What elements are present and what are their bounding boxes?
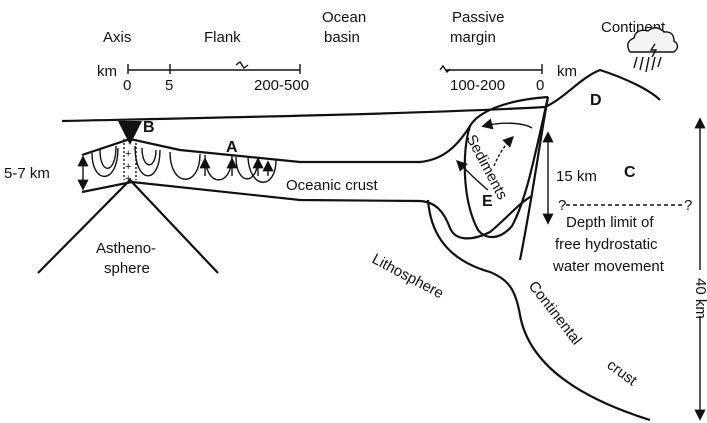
point-b-label: B <box>143 119 155 136</box>
depth-15-label: 15 km <box>556 168 597 185</box>
ocean-basin-heading-2: basin <box>324 29 360 46</box>
depth-40-label: 40 km <box>692 278 707 319</box>
plus-mark: + <box>125 148 131 160</box>
point-d-label: D <box>590 92 602 109</box>
passive-margin-heading-1: Passive <box>452 9 505 26</box>
left-scale-tick-5: 5 <box>165 77 173 94</box>
passive-margin-heading-2: margin <box>450 29 496 46</box>
flank-heading: Flank <box>204 29 241 46</box>
crust-label: crust <box>604 356 641 389</box>
depth-limit-label-1: Depth limit of <box>566 214 654 231</box>
question-mark-right: ? <box>684 197 692 214</box>
right-scale-unit: km <box>557 63 577 80</box>
asthenosphere-label-2: sphere <box>104 260 150 277</box>
left-scale-unit: km <box>97 63 117 80</box>
plus-mark: + <box>125 173 131 185</box>
left-scale-bar <box>128 62 300 74</box>
ridge-axis-marker: + + + <box>124 125 136 185</box>
lithosphere-label: Lithosphere <box>369 251 446 303</box>
right-scale-bar <box>440 64 542 74</box>
plus-mark: + <box>125 161 131 173</box>
point-a-label: A <box>226 139 238 156</box>
right-scale-tick-100-200: 100-200 <box>450 77 505 94</box>
left-scale-tick-0: 0 <box>123 77 131 94</box>
crust-thickness-label: 5-7 km <box>4 165 50 182</box>
depth-limit-label-3: water movement <box>552 258 665 275</box>
axis-heading: Axis <box>103 29 131 46</box>
oceanic-crust-label: Oceanic crust <box>286 177 379 194</box>
depth-limit-label-2: free hydrostatic <box>555 236 658 253</box>
continental-boundary <box>520 97 548 260</box>
sediments-label: Sediments <box>462 132 510 203</box>
question-mark-left: ? <box>558 197 566 214</box>
ocean-basin-heading-1: Ocean <box>322 9 366 26</box>
continental-crust-base <box>428 200 650 420</box>
asthenosphere-label-1: Astheno- <box>96 240 156 257</box>
point-e-label: E <box>482 193 493 210</box>
point-c-label: C <box>624 164 636 181</box>
right-scale-tick-0: 0 <box>536 77 544 94</box>
rain-cloud-icon <box>628 28 678 72</box>
continental-label: Continental <box>525 278 585 348</box>
left-scale-tick-200-500: 200-500 <box>254 77 309 94</box>
